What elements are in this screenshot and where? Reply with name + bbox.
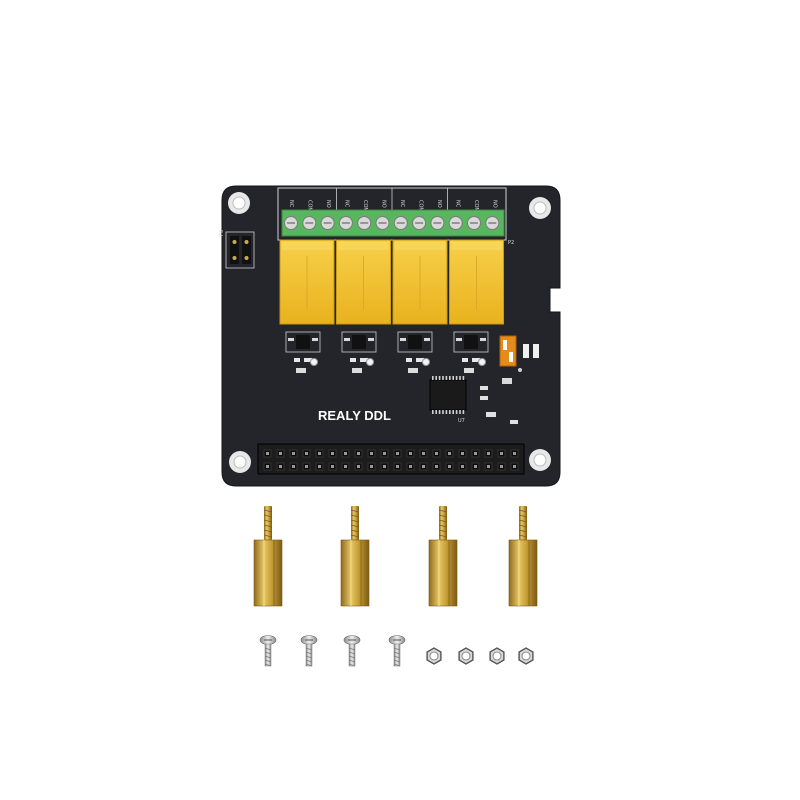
header-pin — [500, 452, 503, 455]
header-pin — [448, 452, 451, 455]
screw — [388, 635, 406, 667]
jumper-header — [225, 231, 255, 269]
gpio-header — [257, 443, 525, 475]
dip-switch — [499, 335, 539, 367]
terminal-label: NC — [344, 200, 350, 208]
screws — [259, 635, 406, 667]
hex-nut — [489, 647, 505, 665]
relay-driver — [341, 331, 377, 373]
header-pin — [370, 465, 373, 468]
header-pin — [422, 452, 425, 455]
relay-driver — [397, 331, 433, 373]
relay-driver — [453, 331, 489, 373]
brass-standoff — [508, 506, 538, 607]
led — [310, 358, 318, 366]
header-pin — [513, 465, 516, 468]
header-pin — [318, 452, 321, 455]
mounting-hole — [529, 449, 551, 471]
screw — [343, 635, 361, 667]
terminal-label: COM — [362, 200, 368, 212]
terminal-label: NO — [325, 200, 331, 208]
smd-components — [480, 368, 522, 424]
relay — [336, 239, 391, 325]
terminal-label: NC — [288, 200, 294, 208]
relay-driver — [285, 331, 321, 373]
header-pin — [409, 452, 412, 455]
terminal-label: COM — [307, 200, 313, 212]
chip-label: U7 — [458, 418, 465, 424]
header-pin — [357, 452, 360, 455]
relay — [392, 239, 448, 325]
hex-nut — [426, 647, 442, 665]
header-pin — [461, 465, 464, 468]
terminal-label: NO — [381, 200, 387, 208]
header-pin — [383, 465, 386, 468]
terminal-block — [281, 209, 505, 237]
header-pin — [305, 465, 308, 468]
jumper-label: P3 — [219, 230, 225, 236]
relay-group — [279, 239, 504, 325]
header-pin — [448, 465, 451, 468]
header-pin — [383, 452, 386, 455]
driver-group — [285, 331, 489, 373]
header-pin — [396, 465, 399, 468]
header-pin — [331, 452, 334, 455]
header-pin — [292, 452, 295, 455]
relay — [279, 239, 335, 325]
header-pin — [474, 465, 477, 468]
terminal-labels: NC COM NO NC COM NO NC COM NO NC COM NO — [288, 188, 498, 212]
terminal-label: NC — [399, 200, 405, 208]
brass-standoffs — [253, 506, 538, 607]
header-pin — [279, 465, 282, 468]
led — [478, 358, 486, 366]
terminal-label: NO — [492, 200, 498, 208]
header-pin — [409, 465, 412, 468]
hex-nut — [458, 647, 474, 665]
header-pin — [487, 465, 490, 468]
terminal-label: NO — [436, 200, 442, 208]
header-pin — [305, 452, 308, 455]
terminal-label: COM — [418, 200, 424, 212]
header-pin — [435, 452, 438, 455]
mounting-hole — [529, 197, 551, 219]
header-pin — [513, 452, 516, 455]
nuts — [426, 647, 534, 665]
led — [366, 358, 374, 366]
header-pin — [500, 465, 503, 468]
ic-chip — [429, 376, 467, 414]
screw — [259, 635, 277, 667]
header-pin — [370, 452, 373, 455]
header-pin — [266, 465, 269, 468]
header-pin — [396, 452, 399, 455]
board-label: REALY DDL — [318, 408, 391, 423]
brass-standoff — [253, 506, 283, 607]
header-pin — [357, 465, 360, 468]
header-pin — [292, 465, 295, 468]
header-pin — [344, 452, 347, 455]
mounting-hole — [229, 451, 251, 473]
mounting-hole — [228, 192, 250, 214]
screw — [300, 635, 318, 667]
relay-board: NC COM NO NC COM NO NC COM NO NC COM NO P2 P3 — [219, 185, 561, 487]
hex-nut — [518, 647, 534, 665]
header-pin — [435, 465, 438, 468]
header-pin — [344, 465, 347, 468]
header-pin — [279, 452, 282, 455]
terminal-label: NC — [455, 200, 461, 208]
relay — [449, 239, 504, 325]
header-pin — [422, 465, 425, 468]
led — [422, 358, 430, 366]
header-pin — [474, 452, 477, 455]
terminal-label: COM — [473, 200, 479, 212]
brass-standoff — [428, 506, 458, 607]
header-pin — [461, 452, 464, 455]
header-pin — [331, 465, 334, 468]
header-pin — [266, 452, 269, 455]
header-pin — [318, 465, 321, 468]
brass-standoff — [340, 506, 370, 607]
connector-label: P2 — [508, 240, 514, 246]
header-pin — [487, 452, 490, 455]
